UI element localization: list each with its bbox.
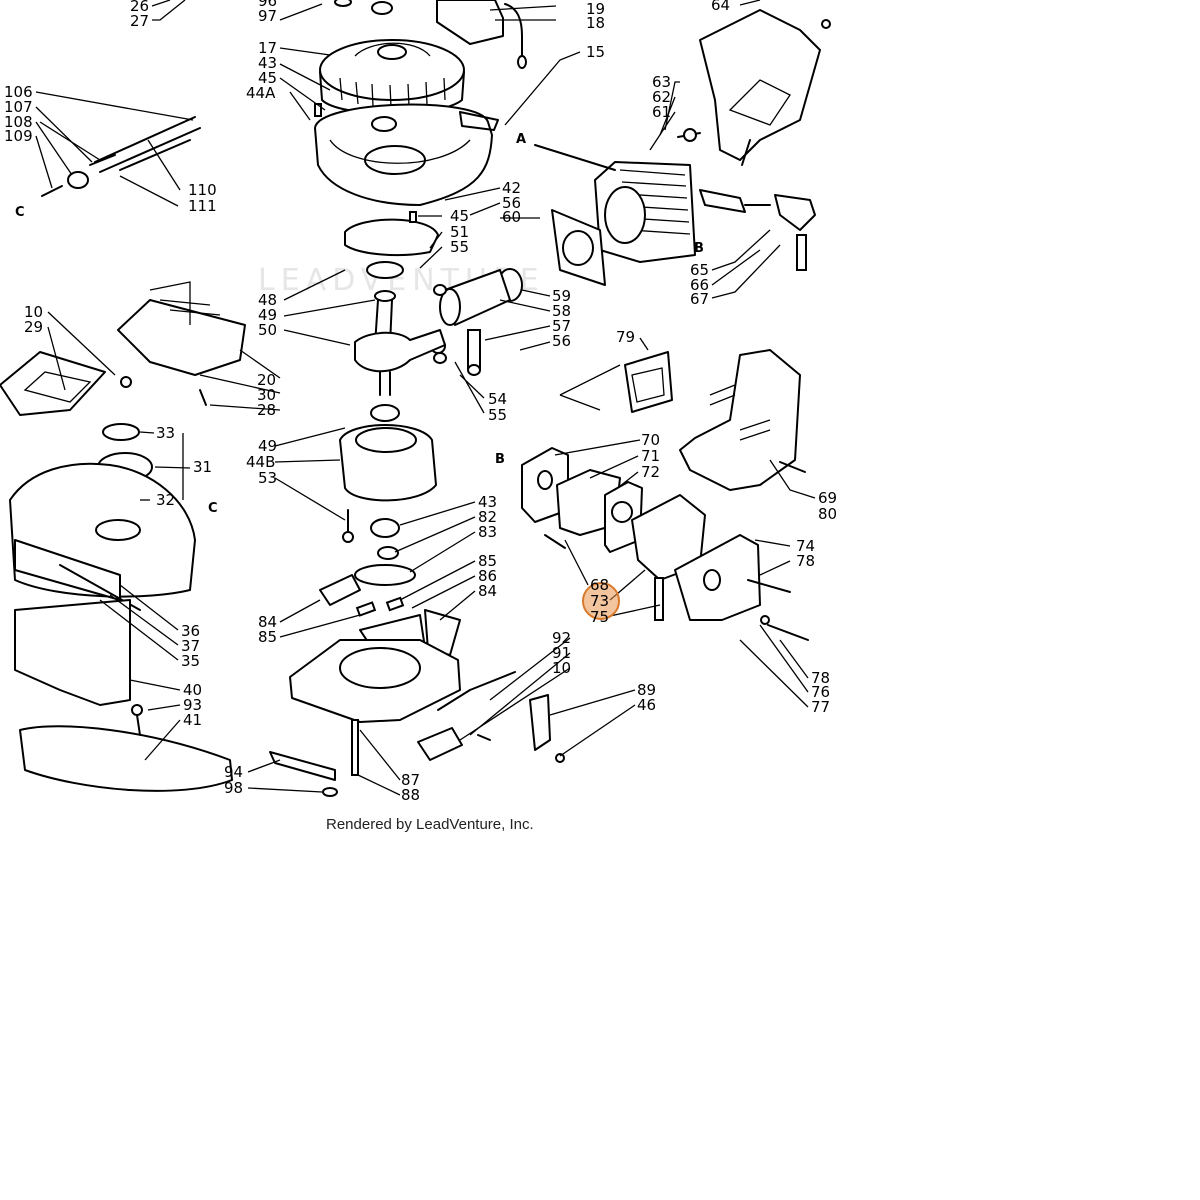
label-78-lower[interactable]: 78 bbox=[811, 669, 830, 687]
label-75[interactable]: 75 bbox=[590, 608, 609, 626]
label-10-switch[interactable]: 10 bbox=[552, 659, 571, 677]
label-56-lower[interactable]: 56 bbox=[552, 332, 571, 350]
label-27[interactable]: 27 bbox=[130, 12, 149, 30]
label-59[interactable]: 59 bbox=[552, 287, 571, 305]
part-number-labels: 26 27 96 97 19 18 15 64 17 43 45 44A 106… bbox=[4, 0, 837, 804]
label-70[interactable]: 70 bbox=[641, 431, 660, 449]
label-46[interactable]: 46 bbox=[637, 696, 656, 714]
label-83[interactable]: 83 bbox=[478, 523, 497, 541]
label-72[interactable]: 72 bbox=[641, 463, 660, 481]
label-66[interactable]: 66 bbox=[690, 276, 709, 294]
label-108[interactable]: 108 bbox=[4, 113, 33, 131]
label-51[interactable]: 51 bbox=[450, 223, 469, 241]
label-85-lower[interactable]: 85 bbox=[258, 628, 277, 646]
label-26[interactable]: 26 bbox=[130, 0, 149, 15]
label-92[interactable]: 92 bbox=[552, 629, 571, 647]
label-45-housing[interactable]: 45 bbox=[258, 69, 277, 87]
label-48[interactable]: 48 bbox=[258, 291, 277, 309]
label-17[interactable]: 17 bbox=[258, 39, 277, 57]
label-64[interactable]: 64 bbox=[711, 0, 730, 14]
label-82[interactable]: 82 bbox=[478, 508, 497, 526]
label-55-lower[interactable]: 55 bbox=[488, 406, 507, 424]
label-94[interactable]: 94 bbox=[224, 763, 243, 781]
label-58[interactable]: 58 bbox=[552, 302, 571, 320]
label-20[interactable]: 20 bbox=[257, 371, 276, 389]
label-29[interactable]: 29 bbox=[24, 318, 43, 336]
highlight-part-73[interactable] bbox=[582, 582, 620, 620]
label-30[interactable]: 30 bbox=[257, 386, 276, 404]
label-15[interactable]: 15 bbox=[586, 43, 605, 61]
label-79[interactable]: 79 bbox=[616, 328, 635, 346]
label-67[interactable]: 67 bbox=[690, 290, 709, 308]
label-57[interactable]: 57 bbox=[552, 317, 571, 335]
label-74[interactable]: 74 bbox=[796, 537, 815, 555]
label-31[interactable]: 31 bbox=[193, 458, 212, 476]
label-61[interactable]: 61 bbox=[652, 103, 671, 121]
label-84-lower[interactable]: 84 bbox=[258, 613, 277, 631]
label-50[interactable]: 50 bbox=[258, 321, 277, 339]
part-drawings bbox=[0, 0, 831, 797]
label-53[interactable]: 53 bbox=[258, 469, 277, 487]
label-56-upper[interactable]: 56 bbox=[502, 194, 521, 212]
label-44A[interactable]: 44A bbox=[246, 84, 276, 102]
label-98[interactable]: 98 bbox=[224, 779, 243, 797]
label-78-upper[interactable]: 78 bbox=[796, 552, 815, 570]
label-111[interactable]: 111 bbox=[188, 197, 217, 215]
label-96[interactable]: 96 bbox=[258, 0, 277, 10]
label-54[interactable]: 54 bbox=[488, 390, 507, 408]
label-76[interactable]: 76 bbox=[811, 683, 830, 701]
label-28[interactable]: 28 bbox=[257, 401, 276, 419]
label-10-handle[interactable]: 10 bbox=[24, 303, 43, 321]
label-106[interactable]: 106 bbox=[4, 83, 33, 101]
label-43-clutch[interactable]: 43 bbox=[478, 493, 497, 511]
ref-letter-c-housing: C bbox=[208, 501, 218, 516]
label-19[interactable]: 19 bbox=[586, 0, 605, 18]
label-73[interactable]: 73 bbox=[590, 592, 609, 610]
label-43-flywheel[interactable]: 43 bbox=[258, 54, 277, 72]
ref-letter-b-cylinder: B bbox=[694, 241, 704, 256]
label-44B[interactable]: 44B bbox=[246, 453, 275, 471]
label-40[interactable]: 40 bbox=[183, 681, 202, 699]
label-91[interactable]: 91 bbox=[552, 644, 571, 662]
label-77[interactable]: 77 bbox=[811, 698, 830, 716]
label-33[interactable]: 33 bbox=[156, 424, 175, 442]
label-32[interactable]: 32 bbox=[156, 491, 175, 509]
label-63[interactable]: 63 bbox=[652, 73, 671, 91]
label-109[interactable]: 109 bbox=[4, 127, 33, 145]
label-89[interactable]: 89 bbox=[637, 681, 656, 699]
label-69[interactable]: 69 bbox=[818, 489, 837, 507]
label-45-seal[interactable]: 45 bbox=[450, 207, 469, 225]
label-18[interactable]: 18 bbox=[586, 14, 605, 32]
label-80[interactable]: 80 bbox=[818, 505, 837, 523]
label-55-upper[interactable]: 55 bbox=[450, 238, 469, 256]
ref-letter-a: A bbox=[516, 132, 526, 147]
ref-letter-b-carb: B bbox=[495, 452, 505, 467]
label-110[interactable]: 110 bbox=[188, 181, 217, 199]
label-35[interactable]: 35 bbox=[181, 652, 200, 670]
label-49-case[interactable]: 49 bbox=[258, 437, 277, 455]
label-65[interactable]: 65 bbox=[690, 261, 709, 279]
label-84-upper[interactable]: 84 bbox=[478, 582, 497, 600]
reference-letters: A B B C C bbox=[15, 132, 704, 516]
label-86[interactable]: 86 bbox=[478, 567, 497, 585]
label-88[interactable]: 88 bbox=[401, 786, 420, 804]
label-62[interactable]: 62 bbox=[652, 88, 671, 106]
leader-lines bbox=[35, 0, 816, 796]
label-93[interactable]: 93 bbox=[183, 696, 202, 714]
label-41[interactable]: 41 bbox=[183, 711, 202, 729]
label-107[interactable]: 107 bbox=[4, 98, 33, 116]
label-71[interactable]: 71 bbox=[641, 447, 660, 465]
label-49-crank[interactable]: 49 bbox=[258, 306, 277, 324]
label-97[interactable]: 97 bbox=[258, 7, 277, 25]
label-36[interactable]: 36 bbox=[181, 622, 200, 640]
label-85-upper[interactable]: 85 bbox=[478, 552, 497, 570]
label-87[interactable]: 87 bbox=[401, 771, 420, 789]
credit-text: Rendered by LeadVenture, Inc. bbox=[326, 816, 534, 833]
label-68[interactable]: 68 bbox=[590, 576, 609, 594]
ref-letter-c-filter: C bbox=[15, 205, 25, 220]
label-37[interactable]: 37 bbox=[181, 637, 200, 655]
label-42[interactable]: 42 bbox=[502, 179, 521, 197]
label-60[interactable]: 60 bbox=[502, 208, 521, 226]
